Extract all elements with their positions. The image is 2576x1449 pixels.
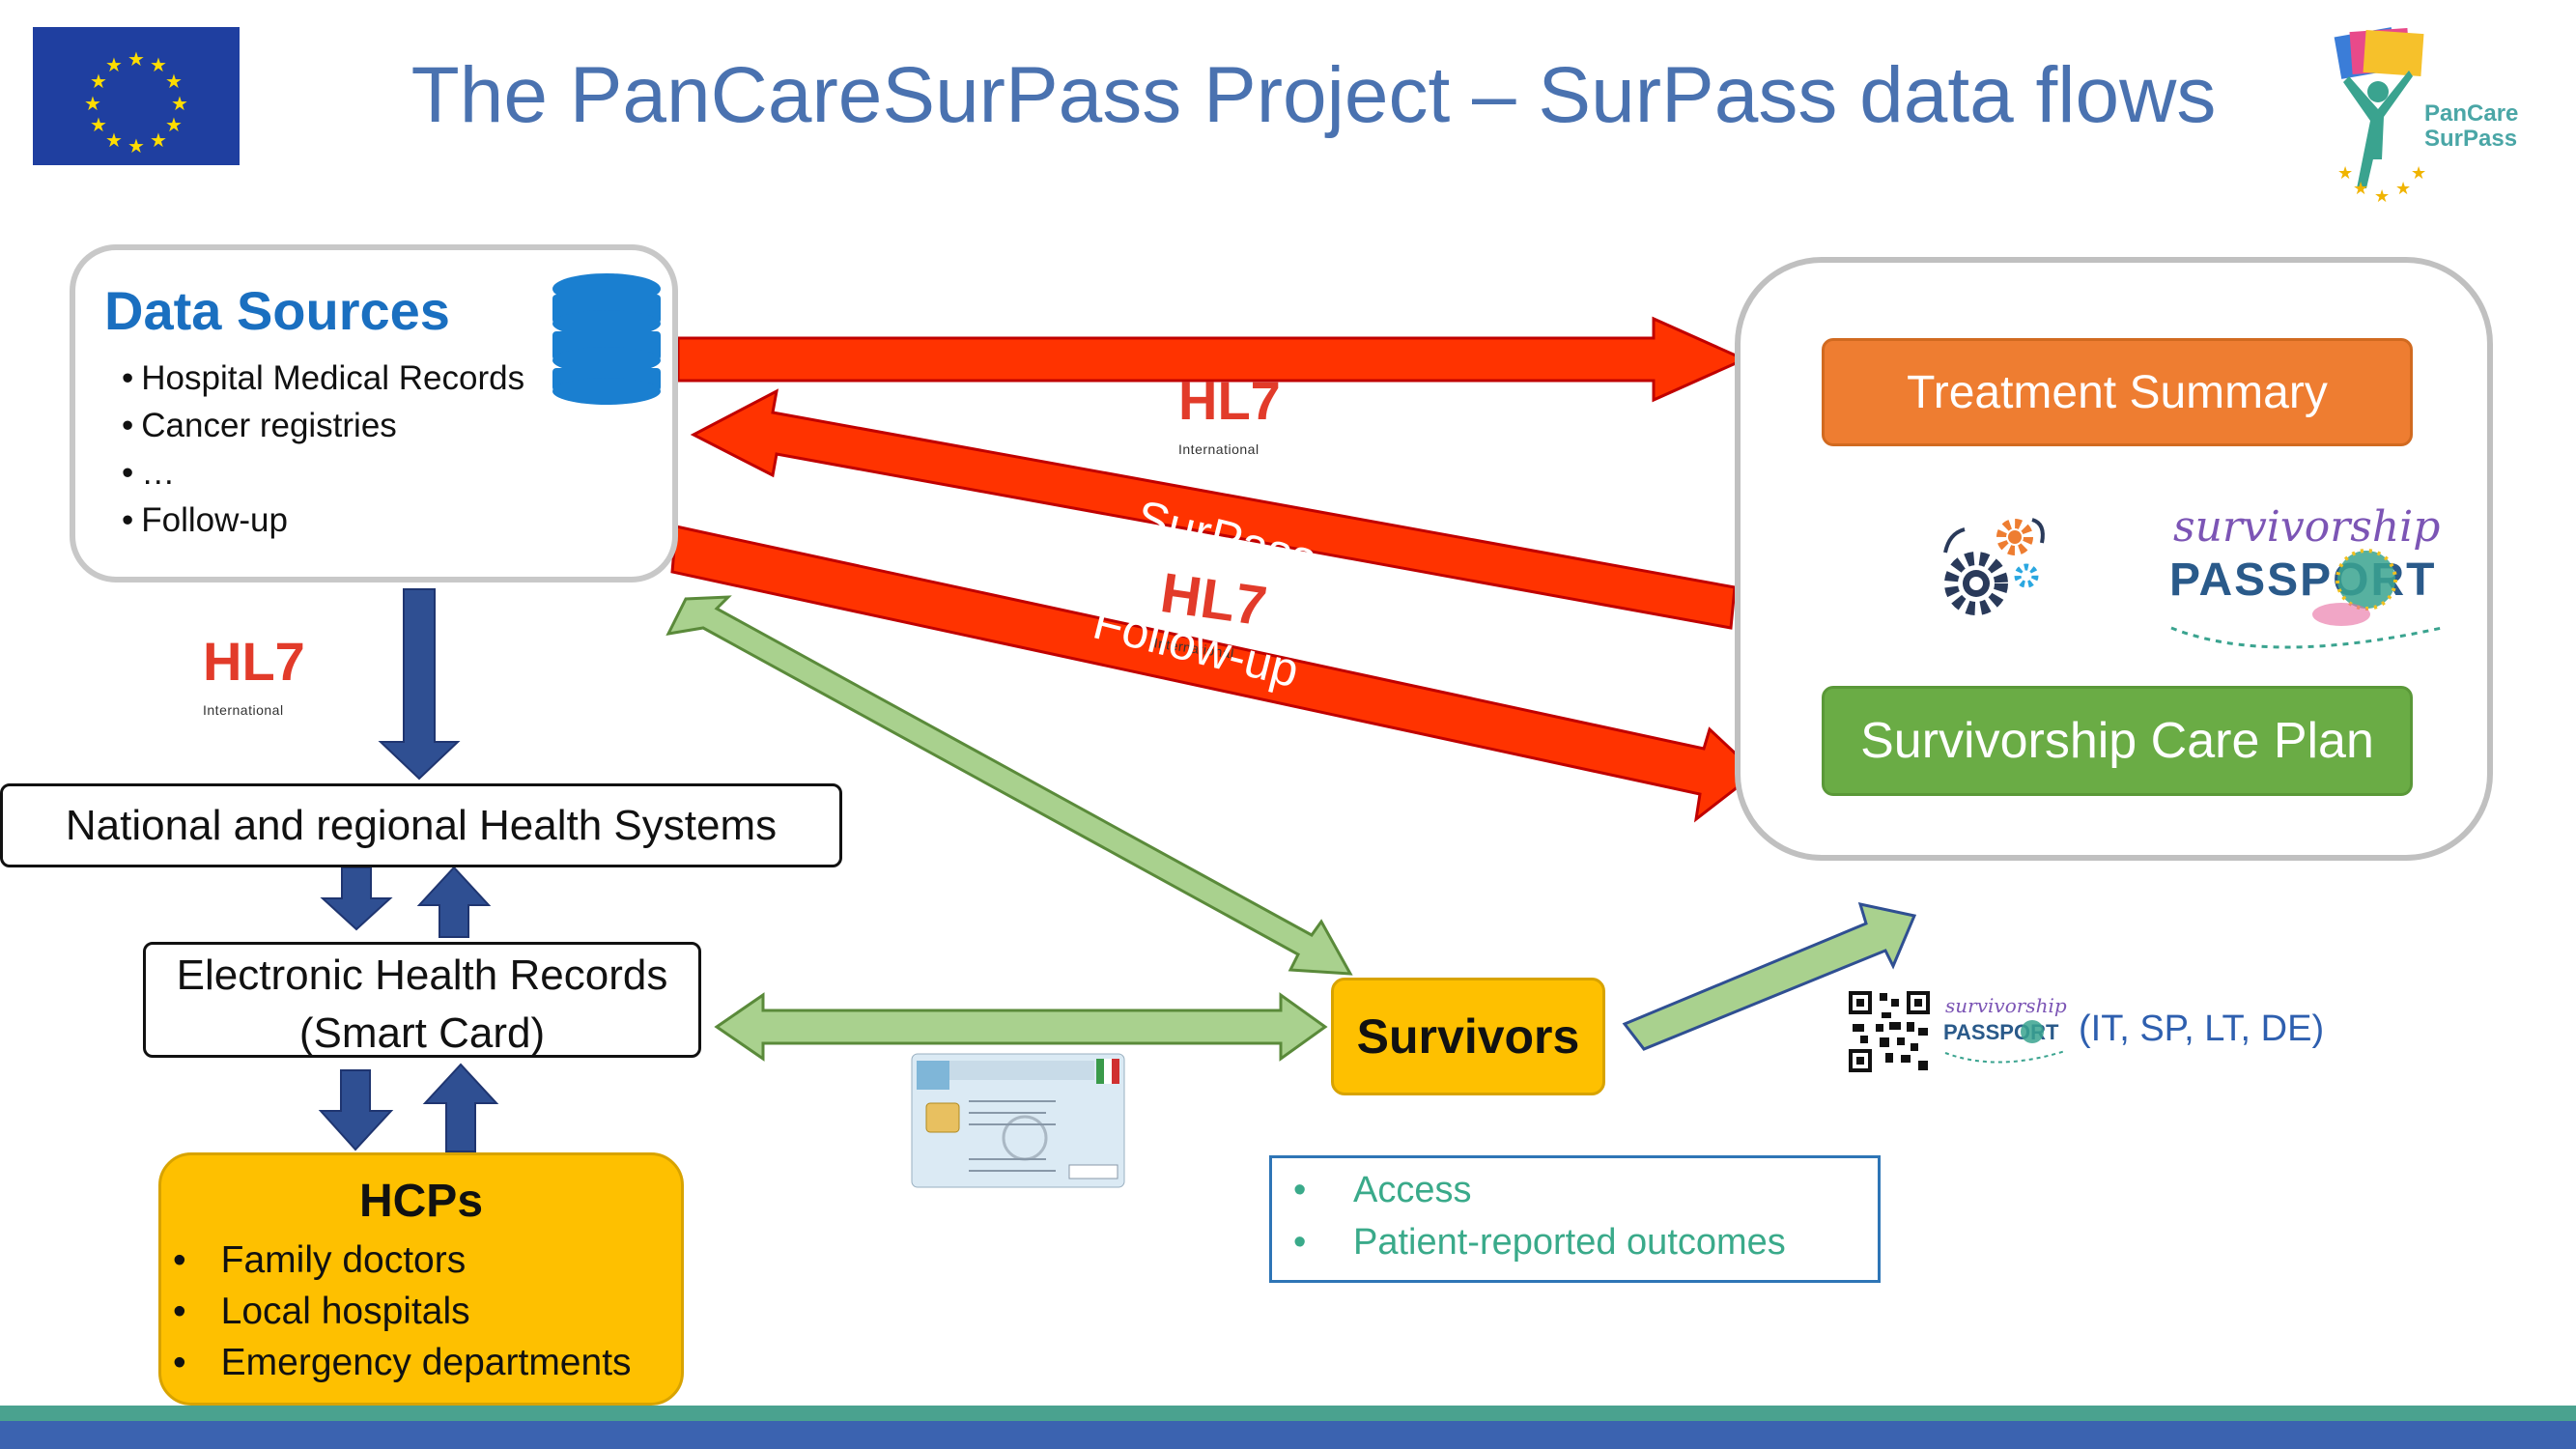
svg-text:★: ★ — [2411, 163, 2426, 183]
hl7-subtext: International — [203, 702, 284, 718]
footer-band-blue — [0, 1421, 2576, 1449]
svg-text:★: ★ — [2395, 179, 2411, 198]
data-sources-box: Data Sources Hospital Medical Records Ca… — [70, 244, 678, 582]
logo-line1: PanCare — [2424, 100, 2519, 127]
passport-script-text-small: survivorship — [1945, 995, 2067, 1017]
hl7-text: HL7 — [203, 631, 305, 692]
passport-script-text: survivorship — [2173, 502, 2440, 552]
svg-text:★: ★ — [127, 136, 145, 157]
data-sources-title: Data Sources — [104, 280, 450, 341]
svg-text:★: ★ — [90, 115, 107, 136]
survivorship-passport-logo: survivorship PASSPORT — [2169, 502, 2443, 649]
red-arrow-surpass-return — [690, 388, 1737, 630]
page-title: The PanCareSurPass Project – SurPass dat… — [410, 51, 2217, 139]
green-arrow-survivors-passport — [1622, 902, 1917, 1051]
footer-band-green — [0, 1406, 2576, 1421]
svg-text:★: ★ — [2337, 163, 2353, 183]
blue-arrow-down-hcps — [318, 1069, 394, 1151]
health-smart-card-image — [911, 1053, 1125, 1188]
pancare-surpass-logo: ★★★ ★★ PanCare SurPass — [2318, 24, 2550, 208]
list-item: •Patient-reported outcomes — [1293, 1222, 1786, 1263]
treatment-summary-box: Treatment Summary — [1822, 338, 2413, 446]
hcps-list: Family doctors Local hospitals Emergency… — [173, 1235, 632, 1388]
green-arrow-ehr-survivors — [714, 992, 1328, 1062]
electronic-health-records-box: Electronic Health Records (Smart Card) — [143, 942, 701, 1058]
ehr-line2: (Smart Card) — [298, 1009, 546, 1057]
blue-arrow-up-ehr — [422, 1063, 499, 1152]
hcps-title: HCPs — [358, 1176, 484, 1227]
ehr-line1: Electronic Health Records — [176, 952, 668, 999]
list-item: Cancer registries — [122, 402, 524, 449]
passport-countries-label: (IT, SP, LT, DE) — [2079, 1009, 2325, 1049]
qr-code-icon — [1847, 989, 1932, 1074]
hl7-logo: HL7 International — [1178, 374, 1281, 473]
logo-text: PanCare SurPass — [2424, 101, 2518, 152]
list-item: … — [122, 449, 524, 497]
hl7-subtext: International — [1178, 441, 1260, 457]
hcps-box: HCPs Family doctors Local hospitals Emer… — [158, 1152, 684, 1406]
svg-text:★: ★ — [84, 94, 101, 115]
access-info-box: •Access •Patient-reported outcomes — [1269, 1155, 1881, 1283]
survivorship-care-plan-box: Survivorship Care Plan — [1822, 686, 2413, 796]
svg-text:★: ★ — [105, 130, 123, 152]
data-sources-list: Hospital Medical Records Cancer registri… — [122, 355, 524, 544]
hl7-logo: HL7 International — [203, 635, 305, 734]
list-item: Follow-up — [122, 497, 524, 544]
logo-line2: SurPass — [2424, 126, 2518, 152]
list-item: Family doctors — [173, 1235, 632, 1286]
blue-arrow-up-national — [416, 866, 492, 938]
blue-arrow-down-ehr — [320, 867, 393, 931]
list-item: Emergency departments — [173, 1337, 632, 1388]
hl7-text: HL7 — [1178, 370, 1281, 431]
red-arrow-followup — [670, 525, 1759, 823]
svg-text:★: ★ — [127, 49, 145, 71]
gears-icon — [1943, 518, 2045, 615]
svg-text:★: ★ — [150, 55, 167, 76]
svg-text:★: ★ — [165, 71, 183, 93]
survivorship-passport-small-logo: survivorship PASSPORT — [1943, 995, 2067, 1064]
national-health-systems-box: National and regional Health Systems — [0, 783, 842, 867]
list-item: Hospital Medical Records — [122, 355, 524, 402]
survivors-box: Survivors — [1331, 978, 1605, 1095]
eu-stars-icon: ★ ★ ★ ★ ★ ★ ★ ★ ★ ★ ★ ★ — [84, 49, 188, 157]
green-arrow-datasources-survivors — [665, 595, 1353, 976]
eu-flag-logo: ★ ★ ★ ★ ★ ★ ★ ★ ★ ★ ★ ★ — [33, 27, 240, 165]
svg-text:★: ★ — [165, 115, 183, 136]
list-item: Local hospitals — [173, 1286, 632, 1337]
blue-arrow-down-national — [378, 588, 461, 781]
svg-text:★: ★ — [2374, 186, 2390, 206]
red-arrow-to-treatment-summary — [676, 316, 1748, 403]
svg-text:★: ★ — [171, 94, 188, 115]
svg-text:★: ★ — [90, 71, 107, 93]
svg-text:★: ★ — [105, 55, 123, 76]
list-item: •Access — [1293, 1170, 1472, 1210]
access-item-text: Patient-reported outcomes — [1353, 1222, 1786, 1263]
access-item-text: Access — [1353, 1170, 1472, 1210]
database-icon — [552, 273, 661, 405]
svg-text:★: ★ — [150, 130, 167, 152]
logo-figure-icon: ★★★ ★★ — [2334, 27, 2426, 206]
svg-text:★: ★ — [2353, 179, 2368, 198]
